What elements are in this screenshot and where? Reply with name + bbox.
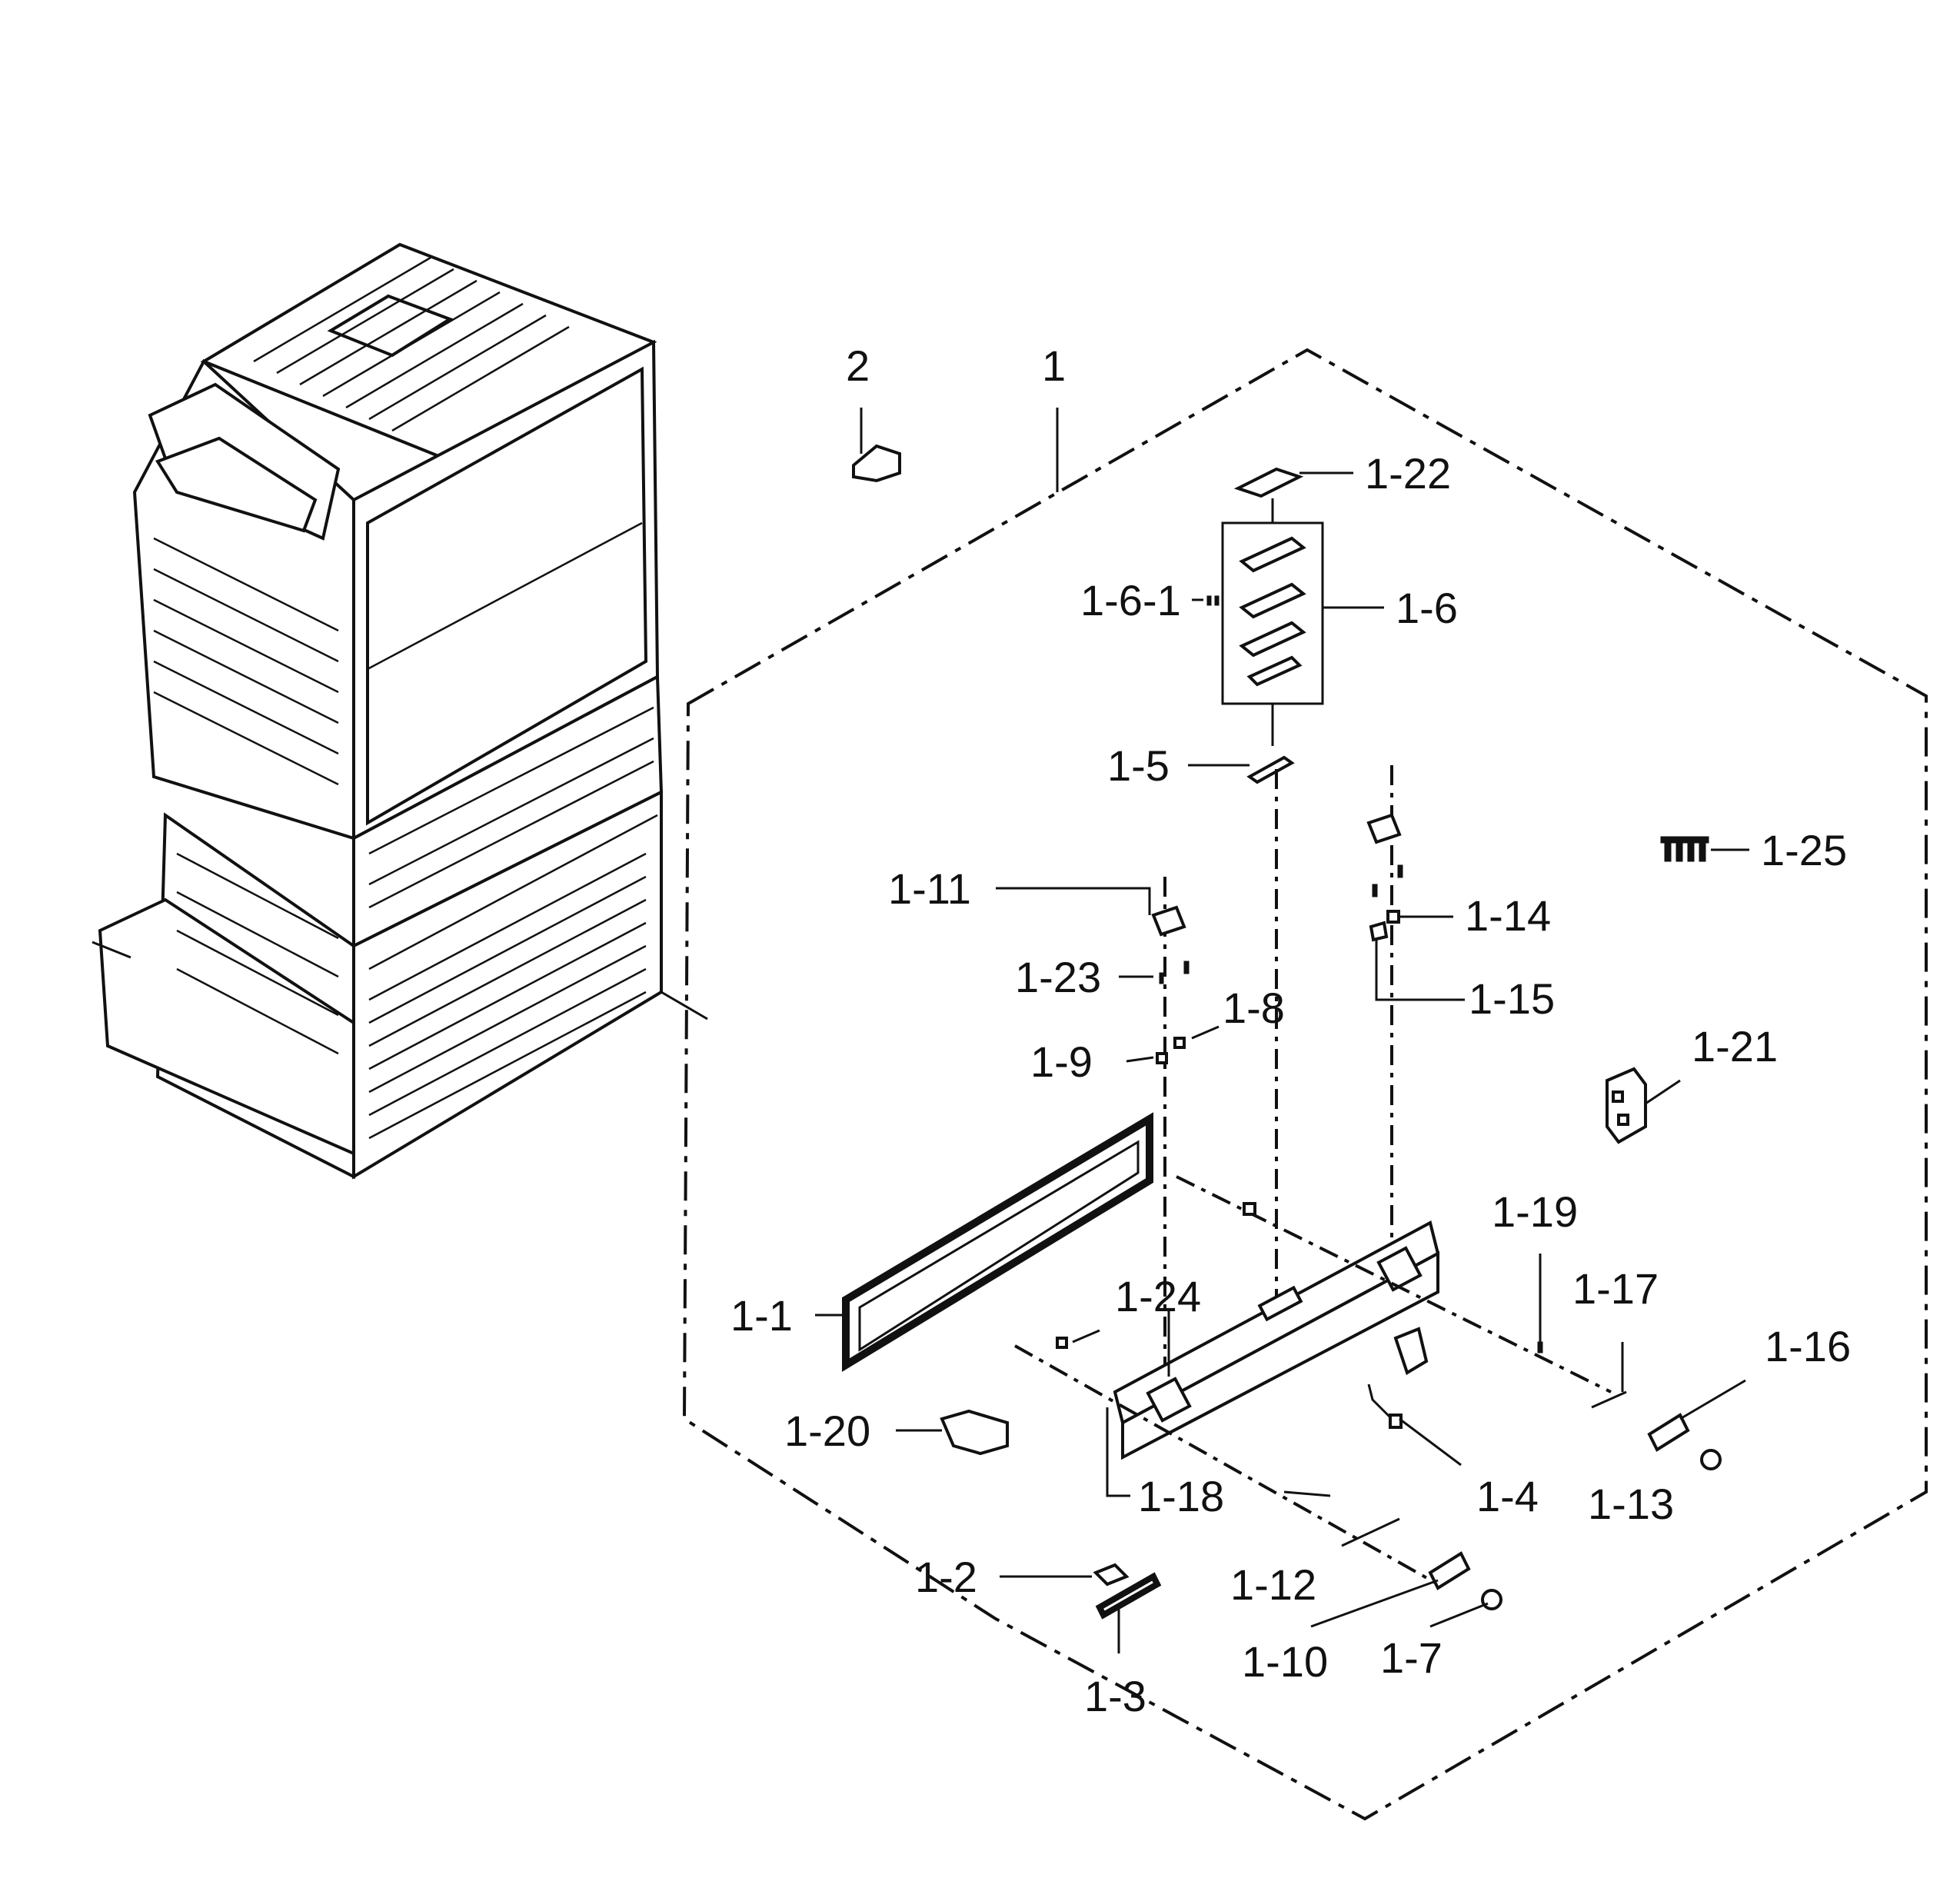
callout-1-1: 1-1 xyxy=(730,1291,793,1340)
callout-labels: 2 1 1-22 1-6-1 1-6 1-5 1-25 1-11 1-14 1-… xyxy=(730,341,1851,1720)
callout-1-23: 1-23 xyxy=(1015,953,1101,1001)
callout-1-20: 1-20 xyxy=(784,1407,870,1455)
callout-1-18: 1-18 xyxy=(1138,1472,1224,1520)
callout-1-13: 1-13 xyxy=(1588,1480,1674,1528)
assembly-boundary xyxy=(682,348,1928,1821)
callout-1-16: 1-16 xyxy=(1765,1322,1851,1370)
callout-1-3: 1-3 xyxy=(1084,1672,1146,1720)
callout-1-5: 1-5 xyxy=(1107,741,1170,790)
leader-lines xyxy=(815,408,1749,1628)
callout-1-19: 1-19 xyxy=(1492,1187,1578,1236)
callout-1-6: 1-6 xyxy=(1396,584,1458,632)
callout-1-21: 1-21 xyxy=(1692,1022,1778,1071)
parts xyxy=(842,444,1722,1653)
callout-1-22: 1-22 xyxy=(1365,449,1451,498)
callout-1-4: 1-4 xyxy=(1476,1472,1539,1520)
callout-1-25: 1-25 xyxy=(1761,826,1847,874)
callout-1-17: 1-17 xyxy=(1572,1264,1659,1313)
callout-1-24: 1-24 xyxy=(1115,1272,1201,1320)
callout-1-2: 1-2 xyxy=(915,1553,977,1601)
callout-2: 2 xyxy=(846,341,870,390)
callout-1-14: 1-14 xyxy=(1465,891,1551,940)
callout-1: 1 xyxy=(1042,341,1066,390)
refrigerator-cabinet-illustration xyxy=(92,242,708,1180)
callout-1-6-1: 1-6-1 xyxy=(1080,576,1181,624)
callout-1-15: 1-15 xyxy=(1469,974,1555,1023)
callout-1-7: 1-7 xyxy=(1380,1633,1443,1682)
callout-1-9: 1-9 xyxy=(1030,1037,1093,1086)
callout-1-11: 1-11 xyxy=(888,864,971,913)
callout-1-10: 1-10 xyxy=(1242,1637,1328,1686)
callout-1-12: 1-12 xyxy=(1230,1560,1316,1609)
callout-1-8: 1-8 xyxy=(1223,984,1285,1032)
